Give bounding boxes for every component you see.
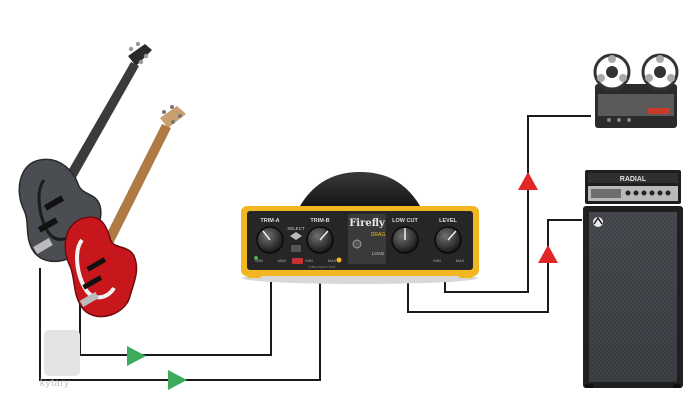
device-drag-switch[interactable]: [352, 239, 362, 249]
select-label: SELECT: [287, 226, 305, 231]
level-max-label: MAX: [456, 258, 465, 263]
watermark-logo: [44, 330, 80, 376]
arrow-output-recorder: [518, 172, 538, 190]
knob-label-level: LEVEL: [439, 218, 457, 224]
trim-b-min-label: MIN: [305, 258, 312, 263]
device-drag-label: DRAG: [371, 232, 386, 238]
knob-label-low-cut: LOW CUT: [392, 218, 418, 224]
bass-cabinet-icon: [583, 206, 683, 388]
select-arrows-icon: [290, 232, 302, 240]
knob-label-trim-b: TRIM-B: [310, 218, 329, 224]
device-brand: Firefly: [349, 218, 386, 229]
status-led: [336, 257, 342, 263]
bass-guitar-red-icon: [64, 105, 186, 318]
trim-a-min-label: MIN: [255, 258, 262, 263]
firefly-di-device: Firefly DRAG LOAD TRIM-A TRIM-B LOW CUT …: [241, 172, 479, 284]
knob-label-trim-a: TRIM-A: [260, 218, 279, 224]
reel-to-reel-recorder-icon: [593, 53, 679, 128]
amp-head-brand: RADIAL: [620, 176, 647, 183]
trim-a-max-label: MAX: [278, 258, 287, 263]
arrow-input-b: [168, 370, 187, 390]
watermark-text: kytary: [40, 378, 70, 389]
device-load-label: LOAD: [372, 251, 385, 256]
input-led: [292, 258, 303, 264]
arrow-output-amp: [538, 245, 558, 263]
cable-out-to-amp: [407, 219, 582, 313]
arrow-input-a: [127, 346, 146, 366]
trim-b-max-label: MAX: [328, 258, 337, 263]
bass-amp-head-icon: RADIAL: [585, 170, 681, 204]
select-switch[interactable]: [291, 245, 301, 252]
level-min-label: MIN: [433, 258, 440, 263]
cable-out-to-recorder: [444, 115, 591, 293]
tube-direct-text: TUBE DIRECT BOX: [308, 265, 335, 269]
power-led: [254, 256, 258, 260]
